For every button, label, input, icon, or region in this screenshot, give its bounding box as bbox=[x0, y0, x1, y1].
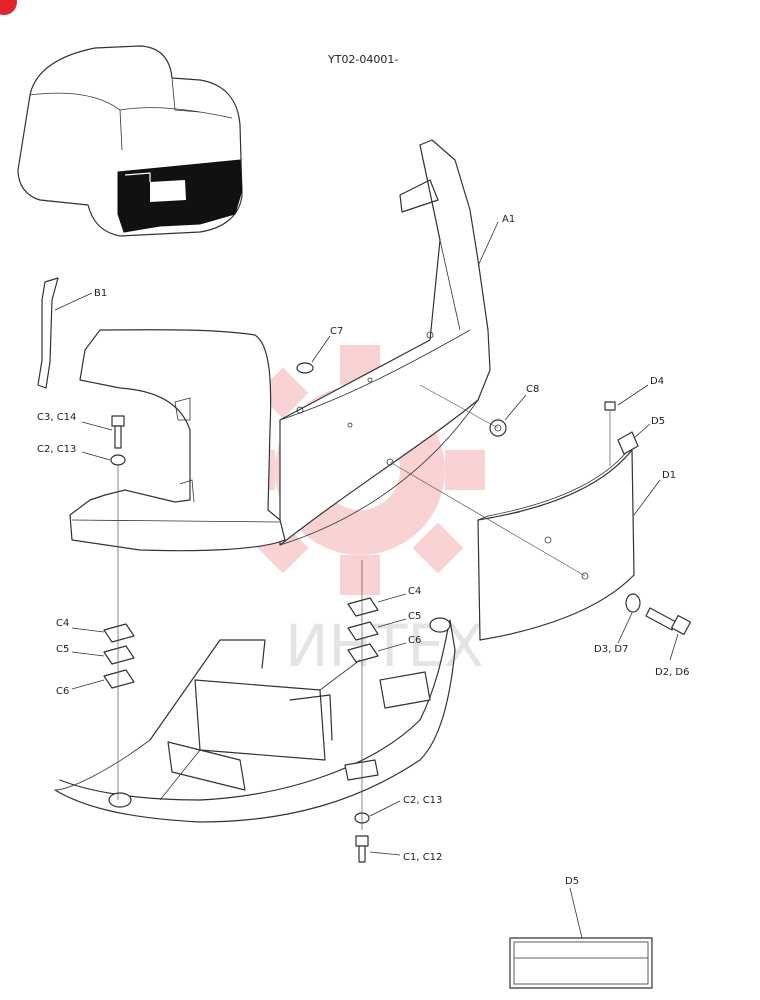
callout-C7: C7 bbox=[330, 326, 343, 337]
callout-C5-right: C5 bbox=[408, 611, 421, 622]
callout-C6-left: C6 bbox=[56, 686, 69, 697]
callout-C2-C13-upper: C2, C13 bbox=[37, 444, 76, 455]
callout-C1-C12: C1, C12 bbox=[403, 852, 442, 863]
part-C4-C5-C6-shims-left bbox=[103, 623, 135, 689]
part-D5-clip bbox=[617, 431, 639, 455]
callout-C6-right: C6 bbox=[408, 635, 421, 646]
callout-A1: A1 bbox=[502, 214, 515, 225]
corner-badge bbox=[0, 0, 17, 15]
callout-C3-C14: C3, C14 bbox=[37, 412, 76, 423]
part-C1-C12-bolt bbox=[355, 835, 369, 863]
part-C3-C14-bolt bbox=[111, 415, 125, 449]
callout-C4-left: C4 bbox=[56, 618, 69, 629]
assembly-guide-lines bbox=[117, 384, 611, 830]
drawing-code: YT02-04001- bbox=[327, 53, 398, 66]
callout-C5-left: C5 bbox=[56, 644, 69, 655]
machine-overview-thumbnail bbox=[17, 45, 243, 237]
part-D5-label-plate bbox=[509, 937, 653, 989]
callout-C8: C8 bbox=[526, 384, 539, 395]
part-A1-counterweight bbox=[279, 139, 491, 546]
callout-D3-D7: D3, D7 bbox=[594, 644, 628, 655]
callout-D4: D4 bbox=[650, 376, 664, 387]
part-C4-C5-C6-shims-right bbox=[347, 597, 379, 663]
part-left-side-cover bbox=[69, 329, 286, 552]
callout-B1: B1 bbox=[94, 288, 107, 299]
part-C2-C13-washer-upper bbox=[110, 454, 126, 466]
part-D1-cover-plate bbox=[477, 447, 635, 641]
callout-leader-lines bbox=[54, 221, 679, 939]
part-D3-D7-washer bbox=[625, 593, 641, 613]
callout-C2-C13-lower: C2, C13 bbox=[403, 795, 442, 806]
callout-labels: A1 B1 C7 C8 C3, C14 C2, C13 C4 C5 C6 C4 … bbox=[37, 214, 689, 887]
callout-D1: D1 bbox=[662, 470, 676, 481]
frame-base bbox=[54, 617, 456, 823]
callout-C4-right: C4 bbox=[408, 586, 421, 597]
callout-D5-lower: D5 bbox=[565, 876, 579, 887]
callout-D5-upper: D5 bbox=[651, 416, 665, 427]
part-D4-cap bbox=[604, 401, 616, 411]
part-D2-D6-bolt bbox=[645, 607, 692, 636]
part-C7-cap bbox=[296, 362, 314, 374]
callout-D2-D6: D2, D6 bbox=[655, 667, 689, 678]
part-B1-rod bbox=[37, 277, 59, 389]
